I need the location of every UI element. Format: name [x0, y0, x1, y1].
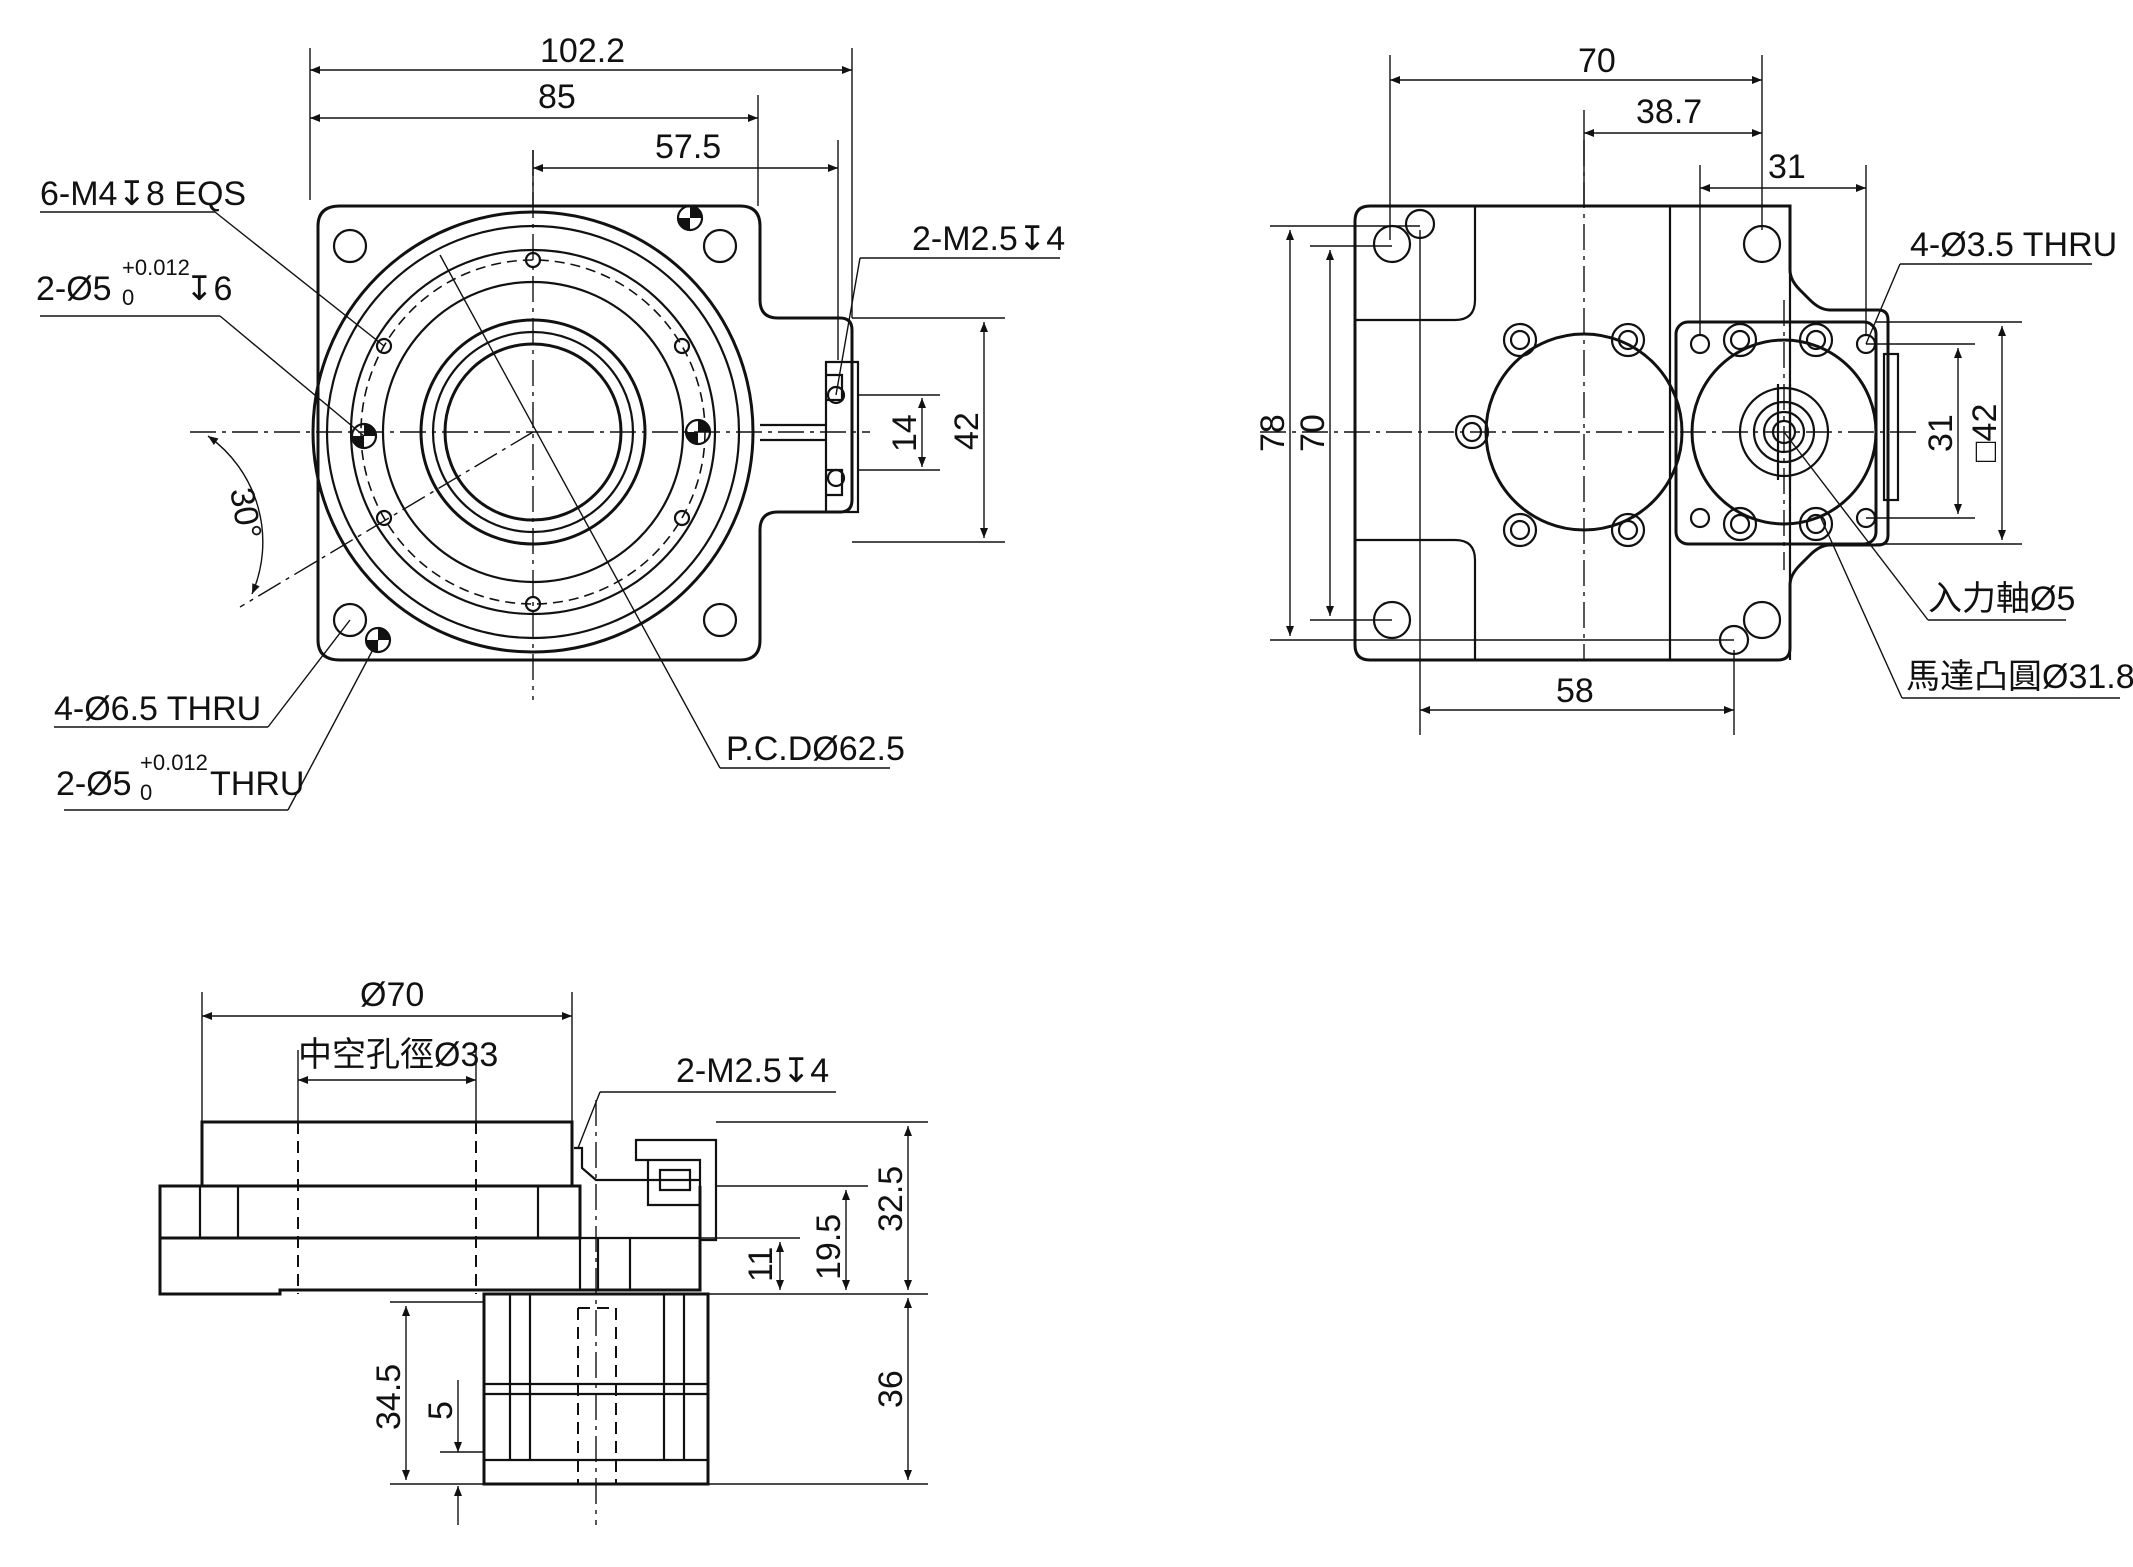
dim-overall-height: 32.5: [872, 1166, 910, 1232]
callout-sensor-taps-side: 2-M2.5↧4: [676, 1052, 829, 1090]
callout-motor-pilot: 馬達凸圓Ø31.8: [1906, 658, 2133, 696]
callout-tapped-holes: 6-M4↧8 EQS: [40, 175, 246, 213]
dim-flange-thickness: 11: [742, 1247, 780, 1282]
side-view: Ø70 中空孔徑Ø33 2-M2.5↧4 32.5 19.5 11 36 34.…: [158, 976, 928, 1525]
dim-motor-square: □42: [1966, 404, 2004, 462]
rear-view: 70 38.7 31 78 70 58 31 □42 4-Ø3.5 THRU: [1254, 42, 2133, 735]
dim-table-dia: Ø70: [360, 976, 424, 1014]
dim-overall-width: 102.2: [540, 32, 625, 70]
mount-hole-br: [702, 602, 738, 638]
dim-rear-bottom-width: 58: [1556, 672, 1594, 710]
dim-tab-height: 14: [886, 414, 924, 452]
rear-body-outline: [1353, 204, 1890, 662]
callout-pcd: P.C.DØ62.5: [726, 730, 905, 768]
svg-text:0: 0: [140, 780, 152, 805]
dim-shaft-length: 34.5: [370, 1364, 408, 1430]
side-base: [158, 1184, 702, 1296]
dim-hollow-bore: 中空孔徑Ø33: [298, 1036, 498, 1074]
svg-text:0: 0: [122, 285, 134, 310]
svg-text:+0.012: +0.012: [122, 255, 190, 280]
svg-text:↧6: ↧6: [185, 270, 232, 308]
dim-rear-offset: 38.7: [1636, 93, 1702, 131]
mount-hole-tr: [702, 228, 738, 264]
dim-half-width: 57.5: [655, 128, 721, 166]
dim-motor-length: 36: [872, 1370, 910, 1408]
side-sensor-block: [634, 1138, 718, 1242]
callout-dowel-thru: 2-Ø5 +0.012 0 THRU: [56, 750, 304, 805]
svg-text:THRU: THRU: [210, 765, 304, 803]
dim-rear-height-inner: 70: [1294, 414, 1332, 452]
svg-text:2-Ø5: 2-Ø5: [36, 270, 112, 308]
dim-base-height: 19.5: [810, 1214, 848, 1280]
callout-dowel-blind: 2-Ø5 +0.012 0 ↧6: [36, 255, 232, 310]
dim-flange-height: 42: [948, 412, 986, 450]
hex-bolt-icon: [1454, 322, 1834, 548]
dim-angle: 30°: [222, 485, 268, 542]
front-view: 102.2 85 57.5 42 14 30° 6-M4↧8 EQS 2-Ø5 …: [36, 32, 1065, 811]
svg-text:+0.012: +0.012: [140, 750, 208, 775]
callout-input-shaft: 入力軸Ø5: [1928, 580, 2075, 618]
dowel-mark-icon: [350, 204, 712, 654]
dim-shaft-step: 5: [422, 1401, 460, 1420]
callout-sensor-taps-front: 2-M2.5↧4: [912, 220, 1065, 258]
dim-motor-pitch: 31: [1768, 148, 1806, 186]
callout-mount-holes: 4-Ø6.5 THRU: [54, 690, 261, 728]
mount-hole-tl: [332, 228, 368, 264]
front-body-outline: [316, 204, 854, 662]
side-table: [200, 1120, 574, 1188]
dim-body-width: 85: [538, 78, 576, 116]
mount-hole-bl: [332, 602, 368, 638]
dim-motor-square-pitch: 31: [1922, 414, 1960, 452]
svg-text:2-Ø5: 2-Ø5: [56, 765, 132, 803]
dim-rear-height-outer: 78: [1254, 414, 1292, 452]
callout-motor-holes: 4-Ø3.5 THRU: [1910, 226, 2117, 264]
dim-rear-width: 70: [1578, 42, 1616, 80]
